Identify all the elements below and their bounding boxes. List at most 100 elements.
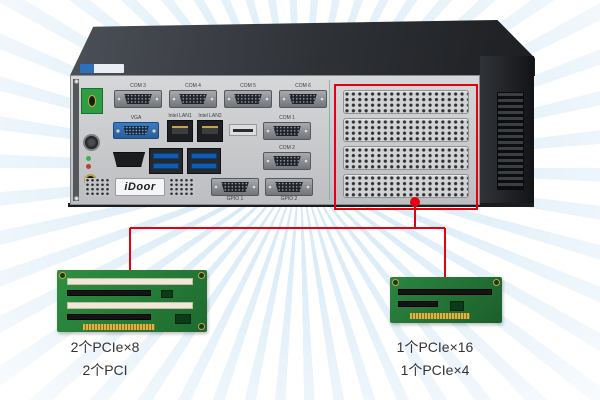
gpio2-port: GPIO 2: [265, 178, 313, 202]
dsub-connector: [273, 156, 301, 166]
gpio1-port: GPIO 1: [211, 178, 259, 202]
dsub-connector: [123, 126, 149, 135]
vent-grille: [85, 178, 111, 196]
com6-label: COM 6: [295, 83, 311, 89]
dsub-connector: [289, 94, 317, 104]
panel-left-bezel: [73, 79, 79, 201]
com5-label: COM 5: [240, 83, 256, 89]
riser-board-left: [57, 270, 207, 332]
mount-hole: [59, 272, 66, 279]
port-screw: [320, 97, 324, 101]
port-screw: [304, 159, 308, 163]
port-screw: [227, 97, 231, 101]
sticker-blue-block: [80, 64, 94, 73]
vent-grille: [169, 178, 195, 196]
com3-port: COM 3: [114, 83, 162, 108]
pcie-x16-slot: [398, 289, 492, 295]
port-screw: [210, 97, 214, 101]
hdmi-port: [113, 152, 145, 167]
ic-chip: [175, 314, 191, 324]
gpio1-label: GPIO 1: [226, 196, 244, 202]
mount-hole: [198, 272, 205, 279]
power-button: [83, 134, 100, 151]
expansion-slot-blank: [343, 174, 469, 198]
lan2-label: Intel LAN2: [198, 113, 222, 119]
side-vent-grille: [497, 92, 524, 190]
lan1-label: Intel LAN1: [168, 113, 192, 119]
pcie-x4-slot: [398, 301, 438, 307]
com1-port: COM 1: [263, 115, 311, 140]
gpio2-label: GPIO 2: [280, 196, 298, 202]
usb3-ports: [187, 148, 221, 174]
expansion-slot-blank: [343, 90, 469, 114]
dsub-connector: [273, 126, 301, 136]
left-board-caption-line1: 2个PCIe×8: [70, 339, 140, 355]
lan1-port: Intel LAN1: [167, 113, 193, 142]
gold-edge-connector: [83, 324, 155, 330]
port-screw: [214, 185, 218, 189]
power-led: [86, 156, 91, 161]
terminal-hole: [88, 95, 96, 107]
right-board-caption-line2: 1个PCIe×4: [400, 362, 470, 378]
right-board-caption-line1: 1个PCIe×16: [396, 339, 474, 355]
usb3-ports: [149, 148, 183, 174]
rj45-jack: [172, 126, 188, 134]
port-screw: [117, 97, 121, 101]
port-screw: [252, 185, 256, 189]
pcie-x8-slot: [67, 314, 151, 320]
left-board-caption: 2个PCIe×8 2个PCI: [35, 336, 175, 382]
mount-hole: [198, 323, 205, 330]
left-board-caption-line2: 2个PCI: [82, 362, 128, 378]
dsub-connector: [124, 94, 152, 104]
usb-port: [153, 153, 179, 159]
com2-port: COM 2: [263, 145, 311, 170]
vga-label: VGA: [130, 115, 142, 121]
panel-divider: [329, 80, 330, 200]
expansion-slot-blank: [343, 146, 469, 170]
usb-port: [191, 153, 217, 159]
port-screw: [304, 129, 308, 133]
port-screw: [172, 97, 176, 101]
com4-label: COM 4: [185, 83, 201, 89]
ic-chip: [450, 301, 464, 311]
vga-port: VGA: [113, 115, 159, 139]
gold-edge-connector: [410, 313, 470, 319]
usb-port: [191, 163, 217, 169]
dsub-connector: [275, 182, 303, 192]
ic-chip: [161, 290, 173, 298]
port-screw: [116, 128, 120, 133]
port-screw: [268, 185, 272, 189]
port-screw: [266, 159, 270, 163]
port-screw: [306, 185, 310, 189]
com3-label: COM 3: [130, 83, 146, 89]
dsub-connector: [221, 182, 249, 192]
mount-hole: [493, 279, 500, 286]
panel-screw: [74, 79, 79, 84]
com1-label: COM 1: [279, 115, 295, 121]
port-screw: [155, 97, 159, 101]
chassis-model-sticker: [80, 64, 124, 73]
mount-hole: [392, 279, 399, 286]
port-screw: [265, 97, 269, 101]
brand-logo: iDoor: [115, 178, 165, 196]
riser-board-right: [390, 277, 502, 323]
pci-slot: [67, 302, 193, 309]
dc-power-terminal: [81, 88, 103, 114]
port-screw: [282, 97, 286, 101]
pci-slot: [67, 278, 193, 285]
chassis-top-cover: [69, 20, 535, 76]
panel-screw: [74, 196, 79, 201]
port-screw: [266, 129, 270, 133]
lan2-port: Intel LAN2: [197, 113, 223, 142]
rj45-jack: [202, 126, 218, 134]
card-slot-opening: [233, 129, 253, 132]
front-panel: COM 3 COM 4 COM 5 COM 6 VGA Intel LAN1 I…: [70, 75, 480, 205]
com4-port: COM 4: [169, 83, 217, 108]
com5-port: COM 5: [224, 83, 272, 108]
hdd-led: [86, 164, 91, 169]
dsub-connector: [234, 94, 262, 104]
com2-label: COM 2: [279, 145, 295, 151]
expansion-area-highlight: [334, 84, 478, 210]
usb-port: [153, 163, 179, 169]
